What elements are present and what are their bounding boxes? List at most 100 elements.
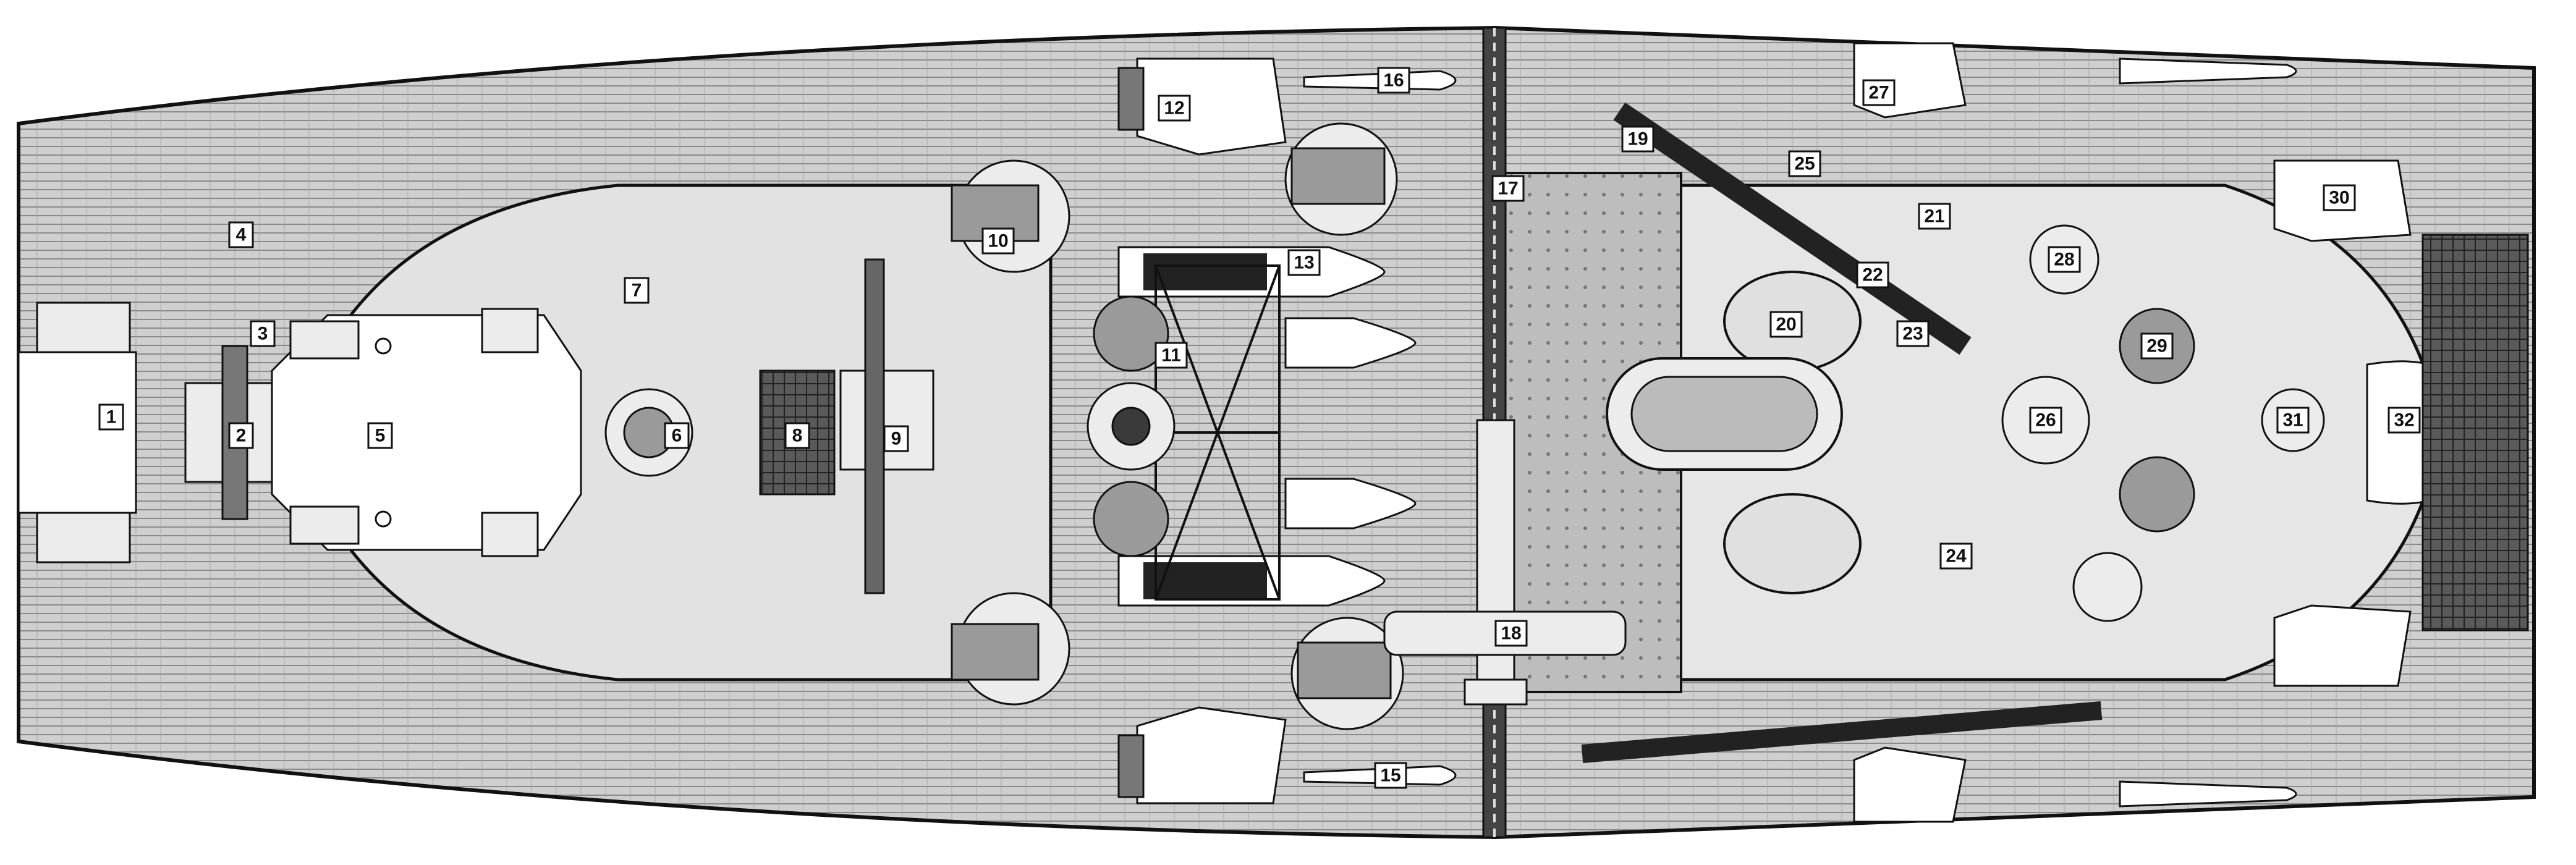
callout-6: 6 bbox=[664, 422, 690, 449]
aft-turret-30-stbd bbox=[2273, 604, 2412, 687]
director-28-stbd bbox=[2072, 552, 2143, 622]
callout-25: 25 bbox=[1788, 150, 1821, 177]
callout-number: 20 bbox=[1776, 314, 1796, 335]
callout-number: 23 bbox=[1902, 324, 1923, 344]
callout-box bbox=[1856, 261, 1889, 289]
callout-box bbox=[1287, 249, 1321, 276]
callout-number: 1 bbox=[106, 407, 117, 428]
callout-number: 19 bbox=[1627, 129, 1648, 150]
callout-box bbox=[98, 403, 124, 431]
callout-28: 28 bbox=[2048, 246, 2081, 273]
callout-10: 10 bbox=[981, 227, 1015, 255]
callout-18: 18 bbox=[1494, 620, 1528, 647]
callout-box bbox=[1788, 150, 1821, 177]
boat-13-4 bbox=[1117, 555, 1386, 607]
callout-number: 22 bbox=[1862, 265, 1883, 285]
turret-12-stbd bbox=[1117, 706, 1287, 804]
callout-number: 30 bbox=[2329, 188, 2349, 208]
callout-number: 16 bbox=[1383, 70, 1404, 91]
callout-box bbox=[624, 277, 650, 304]
boat-13-2 bbox=[1284, 317, 1417, 369]
callout-box bbox=[1491, 175, 1525, 202]
callout-box bbox=[1377, 67, 1410, 94]
turret-C bbox=[271, 308, 582, 557]
callout-number: 24 bbox=[1946, 546, 1967, 567]
callout-box bbox=[228, 221, 254, 248]
callout-9: 9 bbox=[883, 425, 909, 452]
callout-box bbox=[228, 422, 254, 449]
callout-number: 26 bbox=[2035, 410, 2056, 431]
seaplane-18 bbox=[1383, 419, 1627, 706]
callout-number: 17 bbox=[1498, 179, 1518, 199]
sec-turret-10-aft-port bbox=[1284, 122, 1398, 236]
callout-23: 23 bbox=[1896, 320, 1930, 347]
callout-box bbox=[664, 422, 690, 449]
callout-number: 3 bbox=[258, 324, 268, 344]
callout-number: 28 bbox=[2054, 250, 2074, 270]
sec-turret-10-stbd bbox=[951, 592, 1070, 706]
callout-13: 13 bbox=[1287, 249, 1321, 276]
sec-turret-10-aft-stbd bbox=[1290, 617, 1404, 730]
callout-number: 32 bbox=[2394, 410, 2414, 431]
callout-box bbox=[1918, 203, 1951, 230]
callout-box bbox=[2387, 407, 2421, 434]
callout-number: 2 bbox=[236, 426, 247, 446]
aft-turret-27-stbd bbox=[1853, 746, 1967, 823]
callout-box bbox=[883, 425, 909, 452]
boat-crane-lattice bbox=[1155, 264, 1281, 601]
callout-17: 17 bbox=[1491, 175, 1525, 202]
callout-1: 1 bbox=[98, 403, 124, 431]
callout-box bbox=[2276, 407, 2310, 434]
callout-number: 5 bbox=[375, 426, 386, 446]
callout-box bbox=[1374, 762, 1407, 789]
callout-number: 4 bbox=[236, 225, 247, 245]
callout-22: 22 bbox=[1856, 261, 1889, 289]
callout-box bbox=[2323, 184, 2356, 211]
boat-stern-port bbox=[2119, 57, 2297, 85]
callout-30: 30 bbox=[2323, 184, 2356, 211]
callout-2: 2 bbox=[228, 422, 254, 449]
callout-number: 9 bbox=[891, 429, 902, 449]
callout-number: 29 bbox=[2146, 336, 2167, 357]
callout-3: 3 bbox=[250, 320, 276, 347]
callout-number: 11 bbox=[1161, 345, 1181, 366]
callout-16: 16 bbox=[1377, 67, 1410, 94]
callout-box bbox=[1494, 620, 1528, 647]
callout-32: 32 bbox=[2387, 407, 2421, 434]
callout-27: 27 bbox=[1862, 79, 1896, 106]
callout-number: 25 bbox=[1794, 154, 1815, 174]
callout-number: 18 bbox=[1501, 623, 1521, 644]
boat-13-3 bbox=[1284, 478, 1417, 530]
callout-7: 7 bbox=[624, 277, 650, 304]
callout-19: 19 bbox=[1621, 125, 1654, 153]
callout-20: 20 bbox=[1769, 311, 1803, 338]
callout-24: 24 bbox=[1939, 542, 1973, 570]
callout-8: 8 bbox=[784, 422, 810, 449]
callout-box bbox=[784, 422, 810, 449]
callout-box bbox=[1939, 542, 1973, 570]
callout-31: 31 bbox=[2276, 407, 2310, 434]
callout-number: 6 bbox=[672, 426, 682, 446]
callout-5: 5 bbox=[367, 422, 393, 449]
callout-box bbox=[981, 227, 1015, 255]
boat-stern-stbd bbox=[2119, 780, 2297, 808]
callout-number: 12 bbox=[1164, 98, 1184, 119]
callout-number: 10 bbox=[988, 231, 1008, 251]
callout-number: 15 bbox=[1380, 766, 1400, 786]
callout-29: 29 bbox=[2140, 332, 2174, 360]
callout-12: 12 bbox=[1158, 95, 1191, 122]
callout-number: 27 bbox=[1868, 83, 1889, 103]
callout-11: 11 bbox=[1155, 342, 1188, 369]
callout-4: 4 bbox=[228, 221, 254, 248]
callout-number: 8 bbox=[792, 426, 803, 446]
funnel-20 bbox=[1606, 271, 1862, 594]
callout-box bbox=[367, 422, 393, 449]
turret-A bbox=[17, 302, 137, 563]
callout-box bbox=[2140, 332, 2174, 360]
stern-grating bbox=[2421, 234, 2529, 631]
callout-box bbox=[1158, 95, 1191, 122]
director-29-stbd bbox=[2119, 456, 2195, 533]
callout-box bbox=[1621, 125, 1654, 153]
